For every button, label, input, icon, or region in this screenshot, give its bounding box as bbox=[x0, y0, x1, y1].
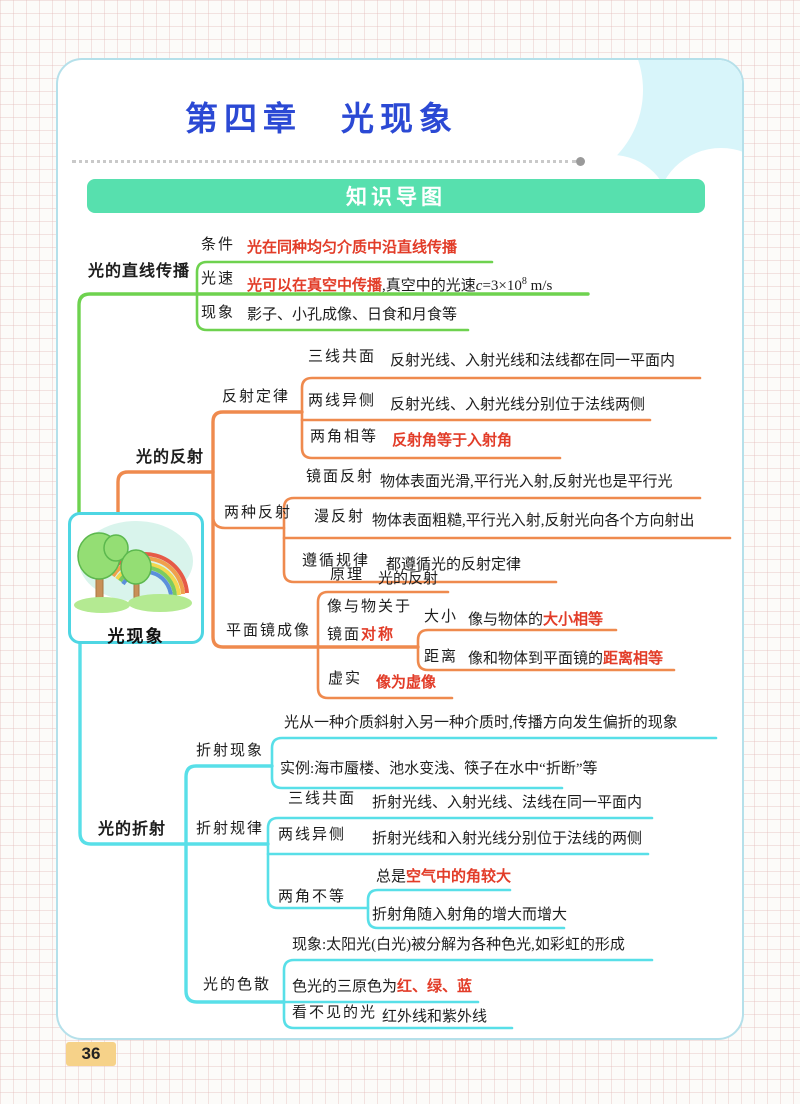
image-object-symmetric-line1: 像与物关于 bbox=[327, 599, 413, 615]
dotted-divider bbox=[72, 160, 576, 163]
diffuse-reflection-label: 漫反射 bbox=[314, 509, 366, 525]
light-speed-text: 光可以在真空中传播,真空中的光速c=3×108 m/s bbox=[247, 276, 553, 294]
knowledge-map-banner: 知识导图 bbox=[87, 179, 705, 213]
two-angles-equal-text: 反射角等于入射角 bbox=[392, 433, 513, 449]
principle-text: 光的反射 bbox=[378, 571, 439, 587]
central-node-label: 光现象 bbox=[107, 627, 165, 646]
three-lines-coplanar-label: 三线共面 bbox=[308, 349, 377, 365]
phenomena-label: 现象 bbox=[201, 305, 236, 321]
refraction-examples-text: 实例:海市蜃楼、池水变浅、筷子在水中“折断”等 bbox=[280, 761, 598, 777]
branch-reflection-label: 光的反射 bbox=[136, 449, 205, 466]
divider-end-dot bbox=[576, 157, 585, 166]
dispersion-phenomenon-text: 现象:太阳光(白光)被分解为各种色光,如彩虹的形成 bbox=[292, 937, 625, 953]
refraction-coplanar-label: 三线共面 bbox=[288, 791, 357, 807]
reflection-law-label: 反射定律 bbox=[222, 389, 291, 405]
refraction-opposite-sides-text: 折射光线和入射光线分别位于法线的两侧 bbox=[372, 831, 643, 847]
invisible-light-text: 红外线和紫外线 bbox=[382, 1009, 488, 1025]
refraction-definition-text: 光从一种介质斜射入另一种介质时,传播方向发生偏折的现象 bbox=[284, 715, 678, 731]
two-angles-equal-label: 两角相等 bbox=[310, 429, 379, 445]
phenomena-text: 影子、小孔成像、日食和月食等 bbox=[247, 307, 458, 323]
cloud-icon bbox=[553, 155, 671, 273]
angles-unequal-label: 两角不等 bbox=[278, 889, 347, 905]
refraction-phenomena-label: 折射现象 bbox=[196, 743, 265, 759]
two-lines-opposite-label: 两线异侧 bbox=[308, 393, 377, 409]
angles-unequal-text2: 折射角随入射角的增大而增大 bbox=[372, 907, 568, 923]
invisible-light-label: 看不见的光 bbox=[292, 1005, 378, 1021]
primary-colors-text: 色光的三原色为红、绿、蓝 bbox=[292, 979, 473, 995]
specular-reflection-label: 镜面反射 bbox=[306, 469, 375, 485]
principle-label: 原理 bbox=[330, 567, 365, 583]
size-text: 像与物体的大小相等 bbox=[468, 612, 604, 628]
branch-linear-propagation-label: 光的直线传播 bbox=[88, 263, 191, 280]
refraction-rule-label: 折射规律 bbox=[196, 821, 265, 837]
distance-text: 像和物体到平面镜的距离相等 bbox=[468, 651, 664, 667]
angles-unequal-text1: 总是空气中的角较大 bbox=[376, 869, 512, 885]
page-number-badge: 36 bbox=[66, 1042, 116, 1066]
trees-rainbow-illustration bbox=[74, 521, 193, 613]
branch-dispersion-label: 光的色散 bbox=[203, 977, 272, 993]
plane-mirror-imaging-label: 平面镜成像 bbox=[226, 623, 312, 639]
light-speed-label: 光速 bbox=[201, 271, 236, 287]
virtual-real-text: 像为虚像 bbox=[376, 675, 437, 691]
chapter-title: 第四章 光现象 bbox=[185, 100, 458, 137]
two-lines-opposite-text: 反射光线、入射光线分别位于法线两侧 bbox=[390, 397, 646, 413]
branch-refraction-label: 光的折射 bbox=[98, 821, 167, 838]
image-object-symmetric-line2: 镜面对称 bbox=[327, 627, 396, 643]
central-node: 光现象 bbox=[68, 512, 204, 646]
refraction-coplanar-text: 折射光线、入射光线、法线在同一平面内 bbox=[372, 795, 643, 811]
refraction-opposite-sides-label: 两线异侧 bbox=[278, 827, 347, 843]
condition-text: 光在同种均匀介质中沿直线传播 bbox=[247, 240, 458, 256]
condition-label: 条件 bbox=[201, 237, 236, 253]
diffuse-reflection-text: 物体表面粗糙,平行光入射,反射光向各个方向射出 bbox=[372, 513, 695, 529]
distance-label: 距离 bbox=[424, 649, 459, 665]
three-lines-coplanar-text: 反射光线、入射光线和法线都在同一平面内 bbox=[390, 353, 676, 369]
two-reflection-types-label: 两种反射 bbox=[224, 505, 293, 521]
size-label: 大小 bbox=[424, 609, 459, 625]
specular-reflection-text: 物体表面光滑,平行光入射,反射光也是平行光 bbox=[380, 474, 673, 490]
virtual-real-label: 虚实 bbox=[328, 671, 363, 687]
